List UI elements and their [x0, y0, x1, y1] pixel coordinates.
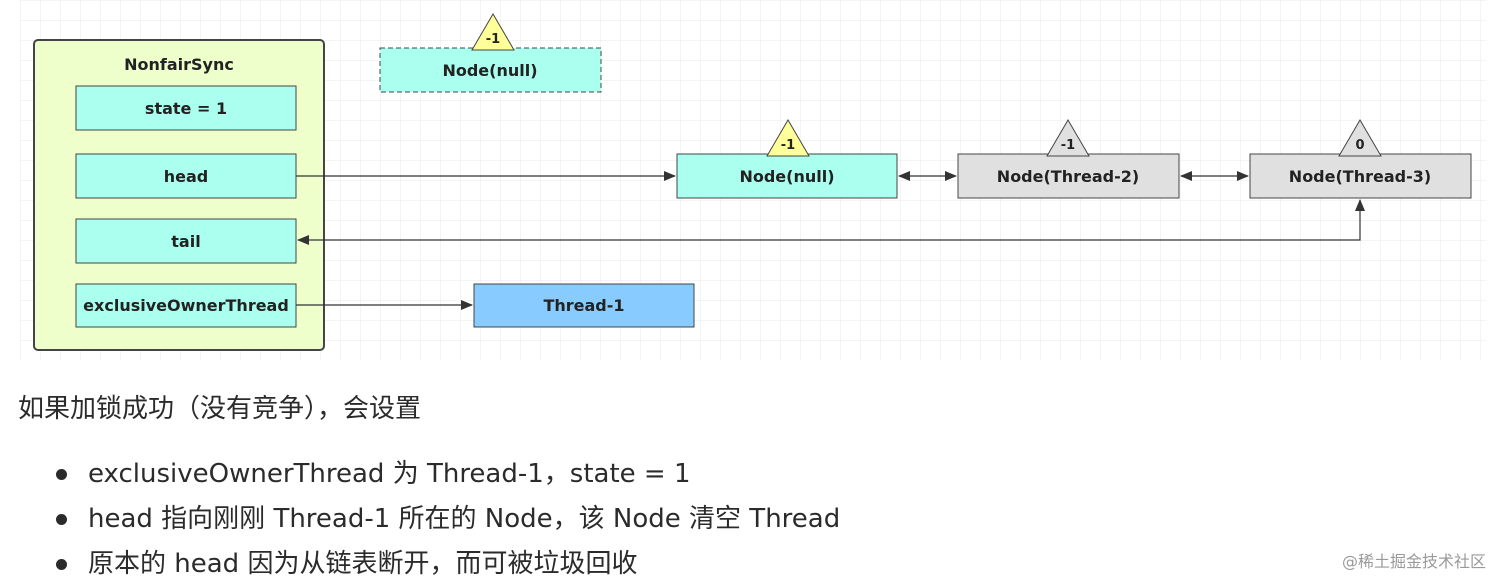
node-thread-2: Node(Thread-2) — [957, 153, 1180, 199]
bullet-text: 原本的 head 因为从链表断开，而可被垃圾回收 — [88, 549, 638, 579]
bullet-item: exclusiveOwnerThread 为 Thread-1，state = … — [54, 452, 840, 497]
node-thread-3-wait-status-badge: 0 — [1338, 119, 1382, 157]
node-thread-2-wait-status-text: -1 — [1061, 138, 1075, 153]
node-null: Node(null) — [676, 153, 898, 199]
nonfairsync-title: NonfairSync — [124, 55, 234, 74]
bullet-item: head 指向刚刚 Thread-1 所在的 Node，该 Node 清空 Th… — [54, 497, 840, 542]
old-head-node-label: Node(null) — [442, 61, 537, 80]
bullet-text: head 指向刚刚 Thread-1 所在的 Node，该 Node 清空 Th… — [88, 504, 841, 534]
diagram: NonfairSync state = 1 head tail exclusiv… — [20, 0, 1486, 360]
field-head-label: head — [164, 167, 209, 186]
thread-1: Thread-1 — [473, 283, 695, 328]
bullet-item: 原本的 head 因为从链表断开，而可被垃圾回收 — [54, 542, 840, 587]
thread-1-label: Thread-1 — [543, 296, 624, 315]
bullet-text: exclusiveOwnerThread 为 Thread-1，state = … — [88, 459, 691, 489]
caption: 如果加锁成功（没有竞争），会设置 — [18, 394, 422, 424]
old-head-wait-status-text: -1 — [486, 32, 500, 47]
bullet-dot-icon — [56, 514, 67, 525]
source-watermark: @稀土掘金技术社区 — [1341, 552, 1486, 571]
bullet-dot-icon — [56, 559, 67, 570]
field-tail-label: tail — [171, 232, 200, 251]
node-thread-3: Node(Thread-3) — [1249, 153, 1472, 199]
bullet-list: exclusiveOwnerThread 为 Thread-1，state = … — [54, 452, 840, 587]
field-tail: tail — [75, 218, 297, 264]
old-head-wait-status-badge: -1 — [471, 13, 515, 51]
node-thread-2-label: Node(Thread-2) — [997, 167, 1139, 186]
old-head-node: Node(null) — [379, 47, 602, 93]
edge-tail-to-thread-3 — [297, 199, 1365, 245]
field-exclusive-owner-thread-label: exclusiveOwnerThread — [83, 296, 289, 315]
node-null-wait-status-badge: -1 — [766, 119, 810, 157]
node-null-wait-status-text: -1 — [781, 138, 795, 153]
node-thread-3-wait-status-text: 0 — [1355, 138, 1364, 153]
field-state: state = 1 — [75, 85, 297, 131]
bullet-dot-icon — [56, 469, 67, 480]
node-thread-3-label: Node(Thread-3) — [1289, 167, 1431, 186]
field-head: head — [75, 153, 297, 199]
field-state-label: state = 1 — [145, 99, 227, 118]
node-thread-2-wait-status-badge: -1 — [1046, 119, 1090, 157]
node-null-label: Node(null) — [739, 167, 834, 186]
field-exclusive-owner-thread: exclusiveOwnerThread — [75, 283, 297, 328]
